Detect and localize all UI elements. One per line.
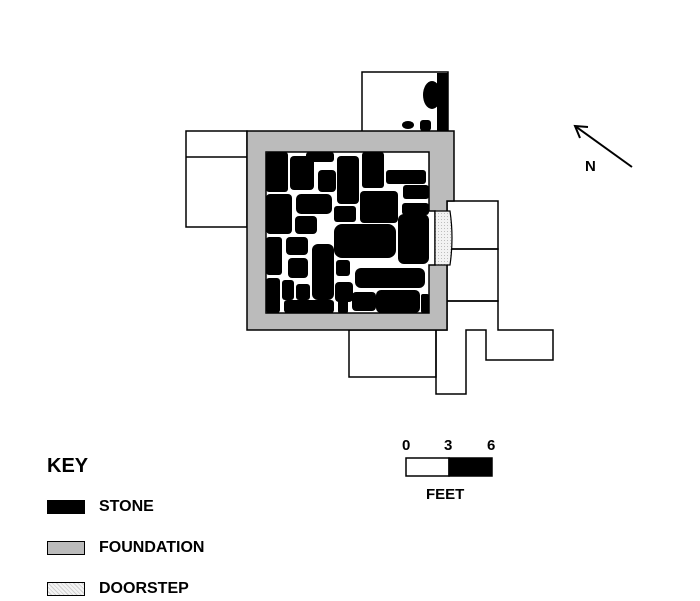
scale-tick-0: 0 bbox=[402, 437, 411, 454]
stone bbox=[282, 280, 294, 300]
stone bbox=[335, 282, 353, 302]
north-arrow bbox=[573, 124, 633, 168]
stone bbox=[334, 206, 356, 222]
key-title: KEY bbox=[47, 455, 89, 477]
stone bbox=[423, 81, 441, 109]
key-item-label: FOUNDATION bbox=[99, 539, 205, 556]
unit-west bbox=[185, 130, 248, 228]
key-item-label: DOORSTEP bbox=[99, 580, 189, 597]
stone bbox=[318, 170, 336, 192]
stone bbox=[337, 156, 359, 204]
scale-bar-black bbox=[448, 457, 493, 477]
stone bbox=[306, 152, 334, 162]
scale-tick-3: 3 bbox=[444, 437, 453, 454]
stone bbox=[312, 244, 334, 300]
stone bbox=[286, 237, 308, 255]
stone bbox=[336, 260, 350, 276]
stone bbox=[403, 185, 429, 199]
stone bbox=[437, 73, 448, 131]
stone bbox=[402, 121, 414, 129]
stone bbox=[355, 268, 425, 288]
stone bbox=[296, 284, 310, 300]
stone-floor bbox=[266, 152, 429, 313]
stone bbox=[421, 294, 429, 313]
scale-bar-white bbox=[405, 457, 450, 477]
stone bbox=[266, 152, 288, 192]
stone bbox=[360, 191, 398, 223]
stone bbox=[352, 292, 376, 311]
doorstep bbox=[434, 210, 453, 266]
stone bbox=[288, 258, 308, 278]
stone bbox=[376, 290, 420, 313]
unit-east-upper bbox=[446, 200, 499, 250]
foundation-swatch bbox=[47, 541, 85, 555]
stone bbox=[398, 214, 429, 264]
unit-southeast bbox=[435, 300, 554, 395]
stone bbox=[362, 152, 384, 188]
stone bbox=[402, 203, 429, 215]
north-label: N bbox=[585, 158, 596, 175]
stone-swatch bbox=[47, 500, 85, 514]
stone bbox=[284, 300, 334, 313]
stone bbox=[266, 194, 292, 234]
scale-tick-6: 6 bbox=[487, 437, 496, 454]
north-unit-stones bbox=[402, 73, 448, 131]
doorstep-swatch bbox=[47, 582, 85, 596]
scale-bar bbox=[405, 457, 493, 477]
stone bbox=[266, 278, 280, 313]
stone bbox=[290, 156, 314, 190]
stone bbox=[295, 216, 317, 234]
unit-east-middle bbox=[446, 248, 499, 302]
stone bbox=[420, 120, 431, 131]
stone bbox=[296, 194, 332, 214]
stone bbox=[334, 224, 396, 258]
stone bbox=[386, 170, 426, 184]
stone bbox=[266, 237, 282, 275]
scale-unit-label: FEET bbox=[426, 486, 465, 503]
key-item-label: STONE bbox=[99, 498, 154, 515]
stone bbox=[338, 298, 348, 313]
unit-south bbox=[348, 329, 437, 378]
